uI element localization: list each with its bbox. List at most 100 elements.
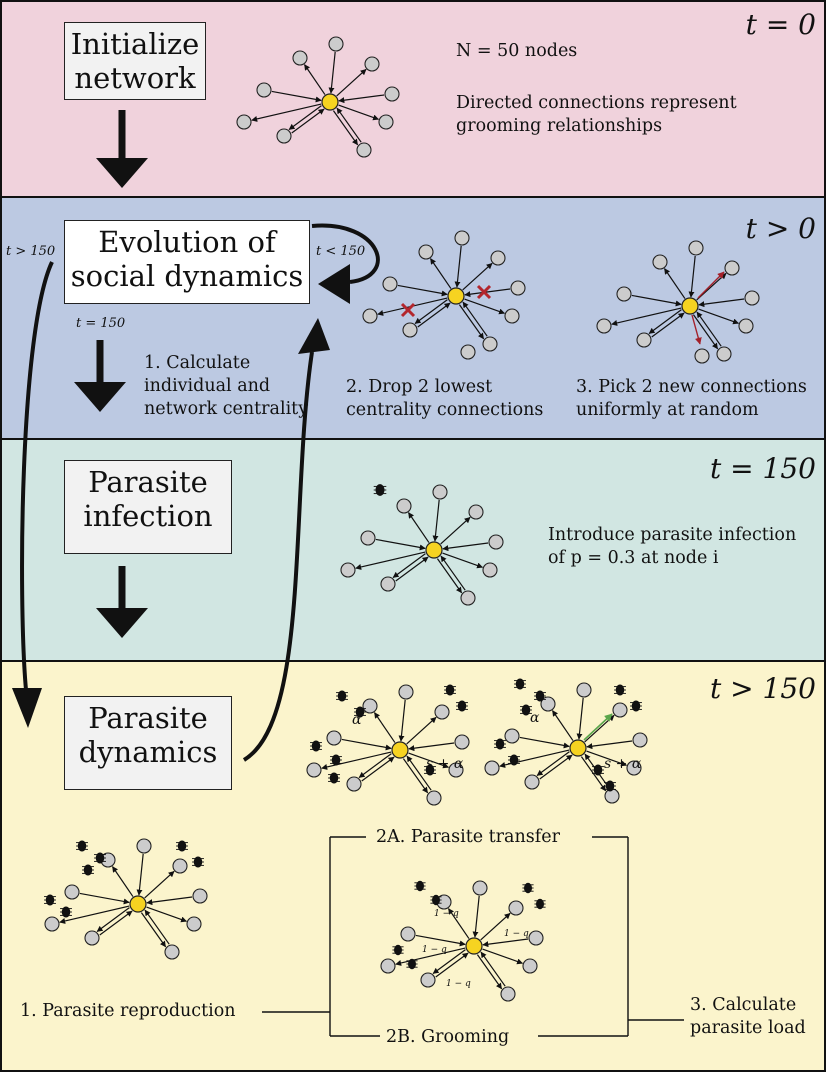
step-drop-connections: 2. Drop 2 lowest centrality connections xyxy=(346,376,543,422)
edge xyxy=(144,870,175,899)
node xyxy=(44,916,60,932)
time-label-t0: t = 0 xyxy=(745,8,816,41)
side-label: t > 150 xyxy=(6,244,56,259)
mite xyxy=(394,944,402,956)
edge xyxy=(552,710,574,741)
transfer-edge xyxy=(583,713,613,741)
edge xyxy=(271,90,322,103)
mite xyxy=(416,880,424,892)
mite xyxy=(457,700,467,712)
alpha-label: α xyxy=(352,712,362,728)
mite xyxy=(77,840,87,852)
center-node xyxy=(129,895,147,913)
node xyxy=(192,888,208,904)
node xyxy=(626,760,642,776)
edge xyxy=(336,107,362,143)
node xyxy=(356,142,372,158)
edge xyxy=(338,104,380,121)
mite xyxy=(615,684,625,696)
mite xyxy=(425,764,435,776)
node xyxy=(482,562,498,578)
node xyxy=(380,576,396,592)
center-node xyxy=(391,741,409,759)
edge xyxy=(436,558,463,594)
mite xyxy=(631,700,641,712)
edge xyxy=(395,556,429,582)
mite xyxy=(524,882,532,894)
node xyxy=(172,858,188,874)
box-line: Initialize xyxy=(70,27,200,61)
edge xyxy=(96,907,130,932)
mite xyxy=(495,738,505,750)
node xyxy=(398,684,414,700)
center-node xyxy=(569,739,587,757)
edge xyxy=(664,268,686,299)
node-count-text: N = 50 nodes xyxy=(456,41,578,61)
down-arrows xyxy=(74,110,148,638)
node xyxy=(688,240,704,256)
node xyxy=(460,344,476,360)
node xyxy=(488,534,504,550)
edge xyxy=(415,934,466,947)
edge xyxy=(417,302,451,328)
new-edge xyxy=(697,271,725,299)
time-label-t150: t = 150 xyxy=(710,452,816,485)
edge xyxy=(536,751,570,776)
mite xyxy=(515,678,525,690)
node xyxy=(576,682,592,698)
edge xyxy=(442,542,489,552)
edge xyxy=(59,905,130,924)
node xyxy=(420,972,436,988)
node xyxy=(522,958,538,974)
parasite-dynamics-box: Parasite dynamics xyxy=(64,696,232,790)
edge xyxy=(291,108,325,134)
text-line: 3. Calculate xyxy=(690,995,797,1015)
center-node xyxy=(447,287,465,305)
edge xyxy=(539,754,573,780)
center-node xyxy=(681,297,699,315)
node xyxy=(164,944,180,960)
edge xyxy=(375,538,426,551)
one-minus-q-label: 1 − q xyxy=(446,979,471,989)
infection-description: Introduce parasite infection of p = 0.3 … xyxy=(548,524,796,570)
edge xyxy=(482,948,524,965)
edge xyxy=(336,68,367,97)
node xyxy=(460,590,476,606)
mite xyxy=(311,740,321,752)
evolution-social-dynamics-box: Evolution of social dynamics xyxy=(64,220,310,304)
mite xyxy=(535,690,545,702)
edge xyxy=(374,712,396,743)
node xyxy=(612,702,628,718)
text-line: parasite load xyxy=(690,1018,806,1038)
node xyxy=(524,774,540,790)
node xyxy=(400,926,416,942)
step-pick-connections: 3. Pick 2 new connections uniformly at r… xyxy=(576,376,807,422)
mite xyxy=(83,864,93,876)
drop-mark xyxy=(476,284,492,300)
text-line: Directed connections represent xyxy=(456,93,737,113)
edge xyxy=(482,938,529,948)
edge xyxy=(458,304,485,340)
node xyxy=(528,930,544,946)
edge xyxy=(328,51,336,94)
exit-label: t = 150 xyxy=(76,316,126,331)
node xyxy=(716,346,732,362)
edge xyxy=(432,499,440,542)
center-node xyxy=(321,93,339,111)
time-label-t-gt-150: t > 150 xyxy=(710,672,816,705)
text-line: of p = 0.3 at node i xyxy=(548,548,719,568)
edge xyxy=(519,736,570,749)
text-line: individual and xyxy=(144,376,271,396)
mite xyxy=(61,906,71,918)
edge xyxy=(586,740,633,750)
node xyxy=(472,880,488,896)
node xyxy=(340,562,356,578)
edge xyxy=(440,516,471,545)
edge xyxy=(304,64,326,95)
edge xyxy=(79,892,130,905)
new-edge xyxy=(691,314,702,345)
node xyxy=(454,230,470,246)
node xyxy=(432,484,448,500)
node xyxy=(362,698,378,714)
node xyxy=(508,900,524,916)
